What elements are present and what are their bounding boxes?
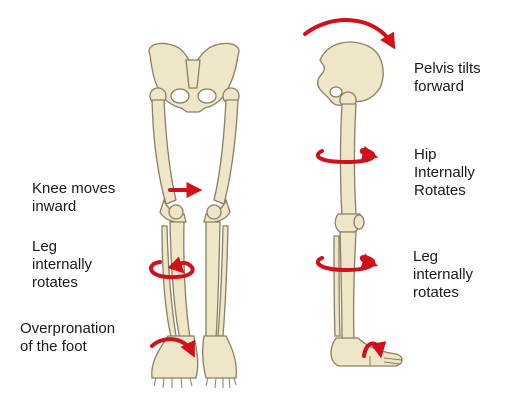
front-left-patella (168, 204, 184, 220)
side-toes (369, 356, 403, 366)
side-fibula (333, 235, 341, 337)
front-right-tibia (205, 221, 221, 339)
motion-arrows (149, 18, 396, 359)
front-sacrum (185, 59, 201, 89)
leg-internally-rotates-label-left: Leg internally rotates (32, 238, 93, 291)
side-foot-arrow (362, 341, 387, 359)
knee-moves-inward-label: Knee moves inward (32, 180, 116, 215)
side-pelvis-hole (329, 86, 343, 98)
front-pelvis-right-hole (197, 88, 217, 104)
pelvis-tilt-arrow (303, 18, 396, 50)
front-left-femur (151, 99, 177, 205)
pelvis-tilts-forward-label: Pelvis tilts forward (414, 60, 481, 95)
hip-internally-rotates-label: Hip Internally Rotates (414, 146, 475, 199)
front-right-foot (202, 335, 238, 379)
side-patella (353, 214, 365, 230)
front-toes (153, 377, 237, 389)
overpronation-label: Overpronation of the foot (20, 320, 116, 355)
left-leg-rotation-arrow (149, 256, 195, 280)
front-pelvis-left-hole (170, 88, 190, 104)
hip-rotation-arrow (315, 145, 379, 165)
front-right-patella (206, 204, 222, 220)
side-tibia (339, 231, 357, 341)
front-right-femur (213, 99, 239, 205)
side-leg-rotation-arrow (315, 253, 379, 273)
leg-internally-rotates-label-right: Leg internally rotates (413, 248, 474, 301)
side-view-leg (317, 41, 403, 367)
foot-overpronation-arrow (150, 337, 195, 358)
